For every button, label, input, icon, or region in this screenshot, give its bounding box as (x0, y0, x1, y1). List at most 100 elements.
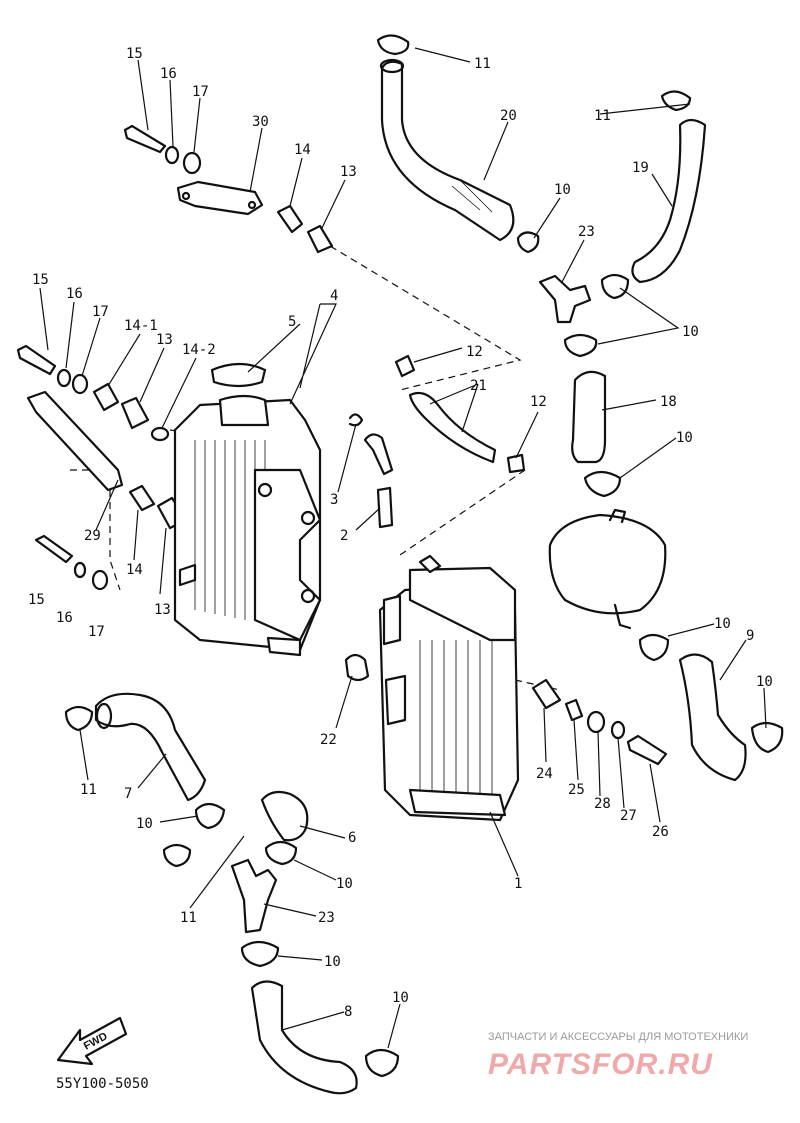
clamp-11-top (376, 34, 410, 56)
callout-10: 10 (336, 876, 353, 892)
collar-25 (564, 698, 584, 722)
callout-5: 5 (288, 314, 296, 330)
hose-19 (631, 118, 707, 284)
callout-16: 16 (66, 286, 83, 302)
hose-8 (250, 980, 358, 1095)
hose-7 (94, 692, 207, 802)
washer-16-top (164, 145, 180, 165)
grommet-13-left (120, 396, 150, 430)
callout-10: 10 (682, 324, 699, 340)
callout-10: 10 (392, 990, 409, 1006)
washer-14-2 (150, 426, 170, 442)
grommet-24 (531, 678, 562, 710)
grommet-22 (344, 653, 370, 682)
radiator-cap-5 (210, 362, 267, 388)
callout-6: 6 (348, 830, 356, 846)
hose-20 (380, 60, 515, 242)
callout-27: 27 (620, 808, 637, 824)
callout-17: 17 (92, 304, 109, 320)
callout-15: 15 (126, 46, 143, 62)
right-radiator (378, 554, 520, 822)
clamp-10-e (638, 633, 670, 662)
callout-29: 29 (84, 528, 101, 544)
callout-25: 25 (568, 782, 585, 798)
grommet-13-top (306, 224, 334, 254)
callout-28: 28 (594, 796, 611, 812)
clamp-10-d (583, 470, 622, 498)
washer-17-left (71, 373, 89, 395)
bolt-15-top (123, 124, 167, 154)
leader-lines (39, 47, 767, 1049)
clamp-10-c (563, 333, 598, 358)
callout-13: 13 (154, 602, 171, 618)
bolt-15-lower (34, 534, 74, 564)
callout-30: 30 (252, 114, 269, 130)
hose-3 (363, 433, 394, 476)
bracket-30 (176, 180, 264, 216)
bolt-26 (626, 734, 668, 766)
small-hoses (348, 354, 526, 529)
callout-14: 14 (294, 142, 311, 158)
top-bracket-assembly (123, 124, 334, 254)
callout-17: 17 (192, 84, 209, 100)
clamp-10-h (264, 840, 298, 866)
callout-12: 12 (466, 344, 483, 360)
callout-12: 12 (530, 394, 547, 410)
bolt-15-left (16, 344, 57, 376)
callout-11: 11 (80, 782, 97, 798)
diagram-code: 55Y100-5050 (56, 1076, 149, 1092)
collar-14-lower (128, 484, 156, 512)
callout-13: 13 (340, 164, 357, 180)
left-bracket-assembly (16, 344, 188, 591)
callout-10: 10 (676, 430, 693, 446)
callout-14-2: 14-2 (182, 342, 216, 358)
clamp-10-i (240, 940, 280, 968)
callout-24: 24 (536, 766, 553, 782)
hose-2 (376, 486, 394, 529)
callout-15: 15 (28, 592, 45, 608)
callout-22: 22 (320, 732, 337, 748)
right-side-hoses (548, 370, 784, 782)
clamp-10-f (750, 721, 784, 754)
callout-23: 23 (318, 910, 335, 926)
callout-10: 10 (136, 816, 153, 832)
watermark-logo: PARTSFOR.RU (488, 1048, 713, 1081)
callout-11: 11 (474, 56, 491, 72)
callout-23: 23 (578, 224, 595, 240)
callout-17: 17 (88, 624, 105, 640)
callout-1: 1 (514, 876, 522, 892)
callout-15: 15 (32, 272, 49, 288)
forward-arrow: FWD (56, 1016, 128, 1066)
left-radiator (173, 362, 322, 657)
clamp-10-b (600, 273, 630, 300)
callout-10: 10 (756, 674, 773, 690)
washer-16-left (56, 368, 72, 388)
hose-18 (571, 370, 607, 464)
callout-11: 11 (594, 108, 611, 124)
upper-hoses (376, 34, 707, 358)
callout-9: 9 (746, 628, 754, 644)
watermark-tagline: ЗАПЧАСТИ И АКСЕССУАРЫ ДЛЯ МОТОТЕХНИКИ (488, 1031, 748, 1043)
bracket-29 (26, 390, 124, 492)
washer-17-top (182, 151, 202, 175)
cylinder-head (548, 513, 667, 615)
tee-23-bottom (230, 858, 278, 934)
clamp-10-a (516, 231, 540, 254)
callout-7: 7 (124, 786, 132, 802)
clamp-10-j (364, 1048, 400, 1078)
callout-4: 4 (330, 288, 338, 304)
collar-14-1 (92, 382, 120, 412)
washer-27 (610, 720, 626, 740)
clamp-11-left (64, 705, 94, 732)
callout-10: 10 (714, 616, 731, 632)
collar-14-top (276, 204, 304, 234)
callout-19: 19 (632, 160, 649, 176)
washer-16-lower (73, 561, 87, 579)
clamp-10-g (194, 802, 226, 830)
callout-16: 16 (160, 66, 177, 82)
callout-14: 14 (126, 562, 143, 578)
callout-10: 10 (554, 182, 571, 198)
callout-11: 11 (180, 910, 197, 926)
clamp-11-lower (162, 843, 192, 868)
